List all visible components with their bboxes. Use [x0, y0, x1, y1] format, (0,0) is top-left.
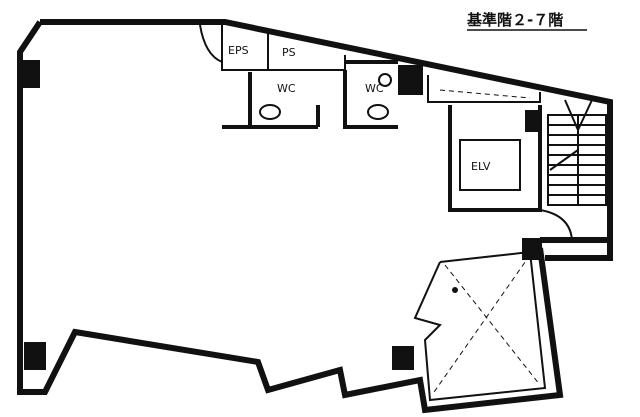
- sink-icon: [378, 73, 392, 87]
- ps-strip-hatch: [439, 89, 531, 99]
- elevator-shaft: [448, 105, 542, 212]
- staircase: [547, 99, 607, 206]
- drain-icon: [452, 287, 458, 293]
- outer-wall: [17, 19, 613, 414]
- column: [392, 346, 414, 370]
- eps-door: [199, 24, 223, 63]
- stair-door: [539, 209, 573, 241]
- wc2-walls: [343, 60, 398, 129]
- balcony: [413, 250, 547, 402]
- wc1-walls: [222, 72, 320, 129]
- wc2-label: WC: [365, 82, 384, 95]
- ps-label: PS: [282, 46, 296, 59]
- column: [398, 65, 423, 95]
- eps-label: EPS: [228, 44, 249, 57]
- toilet-icon: [259, 104, 281, 120]
- elv-label: ELV: [471, 160, 491, 173]
- ps-strip-walls: [427, 75, 541, 103]
- toilet-icon: [367, 104, 389, 120]
- void-cross: [431, 254, 541, 396]
- elevator-car: [459, 139, 521, 191]
- column: [22, 60, 40, 88]
- wc1-label: WC: [277, 82, 296, 95]
- floor-title: 基準階２-７階: [466, 11, 563, 29]
- column: [525, 110, 541, 132]
- column: [522, 238, 542, 260]
- column: [24, 342, 46, 370]
